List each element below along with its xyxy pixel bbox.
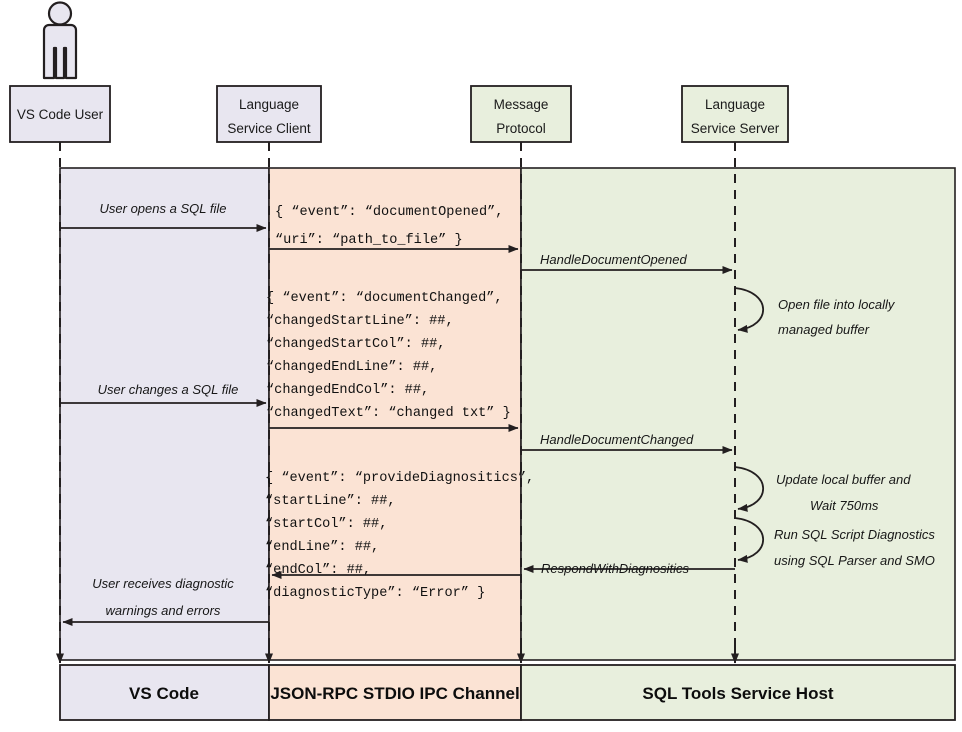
note-run-diagnostics-line1: Run SQL Script Diagnostics [774, 527, 935, 542]
message-label-user-opens-sql-file: User opens a SQL file [100, 201, 227, 216]
band-vs-code [59, 167, 270, 661]
lifeline-bands [59, 167, 956, 661]
participant-headers: VS Code User Language Service Client Mes… [9, 85, 789, 143]
payload-document-changed-line-2: “changedStartCol”: ##, [266, 337, 445, 352]
footer-label-jsonrpc-stdio: JSON-RPC STDIO IPC Channel [270, 684, 519, 703]
footer-box-vs-code [59, 664, 270, 721]
band-jsonrpc-stdio [268, 167, 522, 661]
note-update-buffer-line1: Update local buffer and [776, 472, 911, 487]
participant-label-language-service-server-line1: Language [705, 97, 765, 112]
footer-bands: VS Code JSON-RPC STDIO IPC Channel SQL T… [59, 664, 956, 721]
message-label-user-changes-sql-file: User changes a SQL file [98, 382, 239, 397]
participant-box-message-protocol [470, 85, 572, 143]
message-label-user-receives-diagnostics-line1: User receives diagnostic [92, 576, 234, 591]
payload-document-changed-line-0: { “event”: “documentChanged”, [266, 291, 503, 306]
payload-provide-diagnositics: { “event”: “provideDiagnositics”, “start… [265, 471, 534, 601]
note-open-file-line1: Open file into locally [778, 297, 896, 312]
footer-box-jsonrpc-stdio [268, 664, 522, 721]
message-user-receives-diagnostics: User receives diagnostic warnings and er… [62, 576, 269, 626]
message-user-changes-sql-file: User changes a SQL file [60, 382, 267, 407]
message-label-handle-document-changed: HandleDocumentChanged [540, 432, 694, 447]
payload-document-opened-line-1: “uri”: “path_to_file” } [275, 233, 463, 248]
payload-document-opened: { “event”: “documentOpened”, “uri”: “pat… [269, 205, 519, 253]
payload-provide-diagnositics-line-5: “diagnosticType”: “Error” } [265, 586, 485, 601]
message-handle-document-opened: HandleDocumentOpened [521, 252, 733, 274]
participant-box-vs-code-user [9, 85, 111, 143]
message-label-handle-document-opened: HandleDocumentOpened [540, 252, 687, 267]
footer-label-vs-code: VS Code [129, 684, 199, 703]
message-label-user-receives-diagnostics-line2: warnings and errors [106, 603, 221, 618]
lifeline-terminators [56, 640, 739, 664]
participant-label-message-protocol-line1: Message [494, 97, 549, 112]
payload-document-changed-line-4: “changedEndCol”: ##, [266, 383, 429, 398]
participant-label-message-protocol-line2: Protocol [496, 121, 546, 136]
message-user-opens-sql-file: User opens a SQL file [60, 201, 267, 232]
note-open-file-line2: managed buffer [778, 322, 870, 337]
self-message-open-file: Open file into locally managed buffer [734, 287, 896, 337]
note-run-diagnostics-line2: using SQL Parser and SMO [774, 553, 935, 568]
payload-document-changed-line-5: “changedText”: “changed txt” } [266, 406, 511, 421]
payload-provide-diagnositics-line-3: “endLine”: ##, [265, 540, 379, 555]
payload-document-changed-line-3: “changedEndLine”: ##, [266, 360, 437, 375]
payload-document-changed-line-1: “changedStartLine”: ##, [266, 314, 454, 329]
message-handle-document-changed: HandleDocumentChanged [521, 432, 733, 454]
self-message-run-diagnostics: Run SQL Script Diagnostics using SQL Par… [734, 517, 935, 568]
footer-label-sql-tools-host: SQL Tools Service Host [642, 684, 833, 703]
band-sql-tools-host [520, 167, 956, 661]
payload-document-opened-line-0: { “event”: “documentOpened”, [275, 205, 503, 220]
payload-provide-diagnositics-line-2: “startCol”: ##, [265, 517, 387, 532]
vs-code-user-actor [42, 1, 78, 80]
payload-provide-diagnositics-line-1: “startLine”: ##, [265, 494, 396, 509]
participant-label-language-service-server-line2: Service Server [691, 121, 780, 136]
self-message-update-buffer: Update local buffer and Wait 750ms [734, 466, 911, 513]
payload-provide-diagnositics-line-0: { “event”: “provideDiagnositics”, [265, 471, 534, 486]
participant-label-language-service-client-line2: Service Client [227, 121, 311, 136]
payload-document-changed: { “event”: “documentChanged”, “changedSt… [266, 291, 519, 432]
message-label-respond-with-diagnositics: RespondWithDiagnositics [541, 561, 690, 576]
participant-label-vs-code-user: VS Code User [17, 107, 104, 122]
footer-box-sql-tools-host [520, 664, 956, 721]
participant-label-language-service-client-line1: Language [239, 97, 299, 112]
message-respond-with-diagnositics: RespondWithDiagnositics [523, 561, 735, 576]
note-update-buffer-line2: Wait 750ms [810, 498, 879, 513]
